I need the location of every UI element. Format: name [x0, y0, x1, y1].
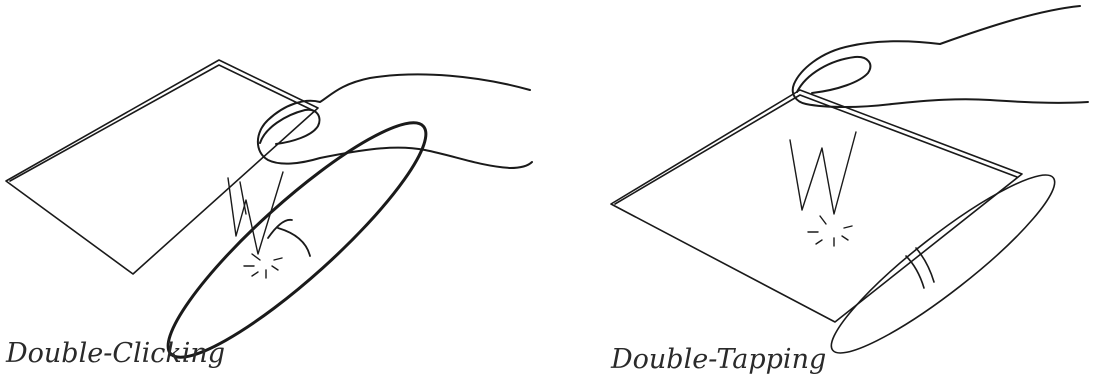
double-clicking-caption: Double-Clicking: [6, 340, 225, 367]
touchpad-icon: [611, 90, 1022, 322]
double-tapping-caption: Double-Tapping: [611, 346, 826, 373]
finger-icon: [793, 6, 1088, 107]
touchpad-button-icon: [815, 156, 1070, 373]
tap-spark-icon: [808, 216, 852, 246]
motion-lines-icon: [790, 132, 856, 214]
